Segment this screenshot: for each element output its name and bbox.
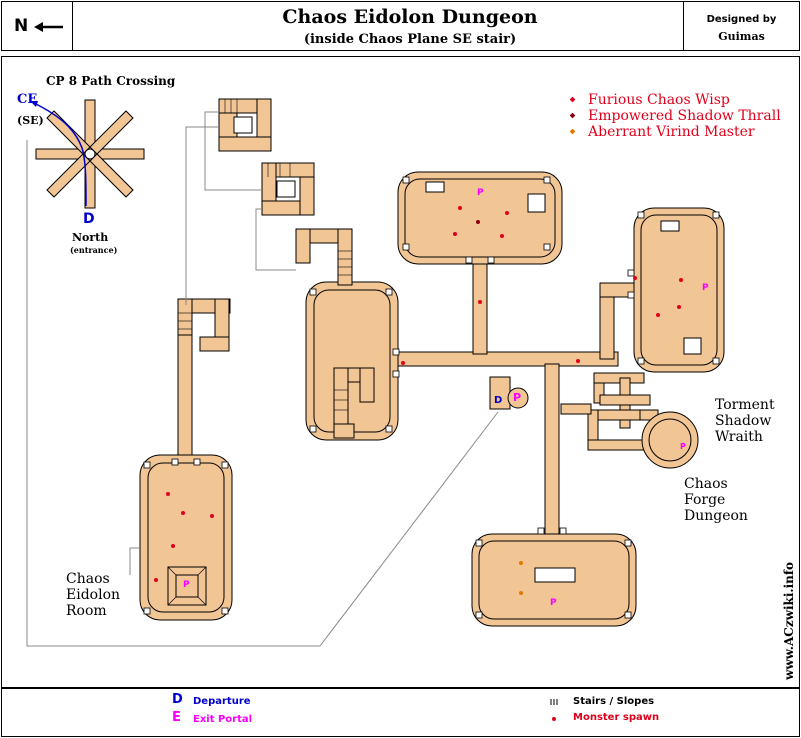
torment-room — [641, 411, 699, 469]
label-line: Dungeon — [684, 508, 748, 524]
room-chaos-eidolon-inner — [147, 462, 225, 613]
compass-caption: CP 8 Path Crossing — [46, 74, 176, 88]
label-line: Room — [66, 603, 107, 619]
compass-rose — [30, 99, 145, 209]
footer-departure-label: Departure — [193, 696, 251, 707]
label-line: Chaos — [684, 476, 728, 492]
label-line: Wraith — [715, 429, 763, 445]
label-line: Chaos — [66, 571, 110, 587]
compass-north-label: North — [72, 231, 109, 244]
page-subtitle: (inside Chaos Plane SE stair) — [303, 32, 517, 47]
portal-marker-departure: P — [513, 391, 522, 404]
legend-name: Aberrant Virind Master — [588, 124, 755, 140]
compass-entrance-label: (entrance) — [70, 245, 118, 255]
footer-exit-label: Exit Portal — [193, 714, 253, 725]
compass-d-label: D — [83, 211, 95, 227]
portal-marker-eidolon: P — [183, 580, 190, 590]
spawn-legend-icon — [552, 717, 556, 721]
footer-spawn-label: Monster spawn — [573, 712, 660, 723]
legend-name: Furious Chaos Wisp — [588, 92, 730, 108]
label-line: Shadow — [715, 413, 772, 429]
label-line: Forge — [684, 492, 726, 508]
spawn-dot-icon — [570, 97, 576, 103]
room-top — [397, 171, 563, 265]
room-top-inner — [404, 178, 556, 258]
stairs-icon — [550, 699, 558, 705]
designer-name: Guimas — [718, 30, 765, 43]
designed-by-label: Designed by — [706, 14, 777, 25]
label-line: Torment — [715, 397, 775, 413]
room-bottom-inner — [478, 540, 630, 620]
portal-marker-bottom: P — [550, 598, 557, 608]
room-chaos-eidolon — [139, 454, 233, 621]
portal-nook — [507, 387, 529, 409]
compass-ce-label: CE — [17, 92, 38, 107]
compass-se-label: (SE) — [17, 114, 44, 127]
room-right — [633, 207, 725, 373]
north-box — [1, 1, 73, 51]
departure-marker: D — [494, 395, 503, 406]
north-label: N — [14, 16, 29, 36]
page-title: Chaos Eidolon Dungeon — [282, 6, 538, 28]
spawn-dot-icon — [570, 113, 576, 119]
spawn-dot-icon — [570, 129, 576, 135]
footer-frame — [1, 688, 800, 737]
portal-marker-right: P — [702, 283, 709, 293]
footer-departure-letter: D — [172, 692, 183, 707]
portal-marker-top: P — [477, 188, 484, 198]
designer-box — [683, 1, 800, 51]
footer-stairs-label: Stairs / Slopes — [573, 696, 655, 707]
portal-marker-torment: P — [680, 442, 686, 451]
watermark: www.ACzwiki.info — [782, 561, 796, 680]
legend-name: Empowered Shadow Thrall — [588, 108, 781, 124]
label-line: Eidolon — [66, 587, 121, 603]
room-right-inner — [640, 214, 718, 366]
map-frame — [1, 56, 800, 688]
north-arrow-icon — [34, 22, 63, 32]
footer-exit-letter: E — [172, 710, 181, 725]
